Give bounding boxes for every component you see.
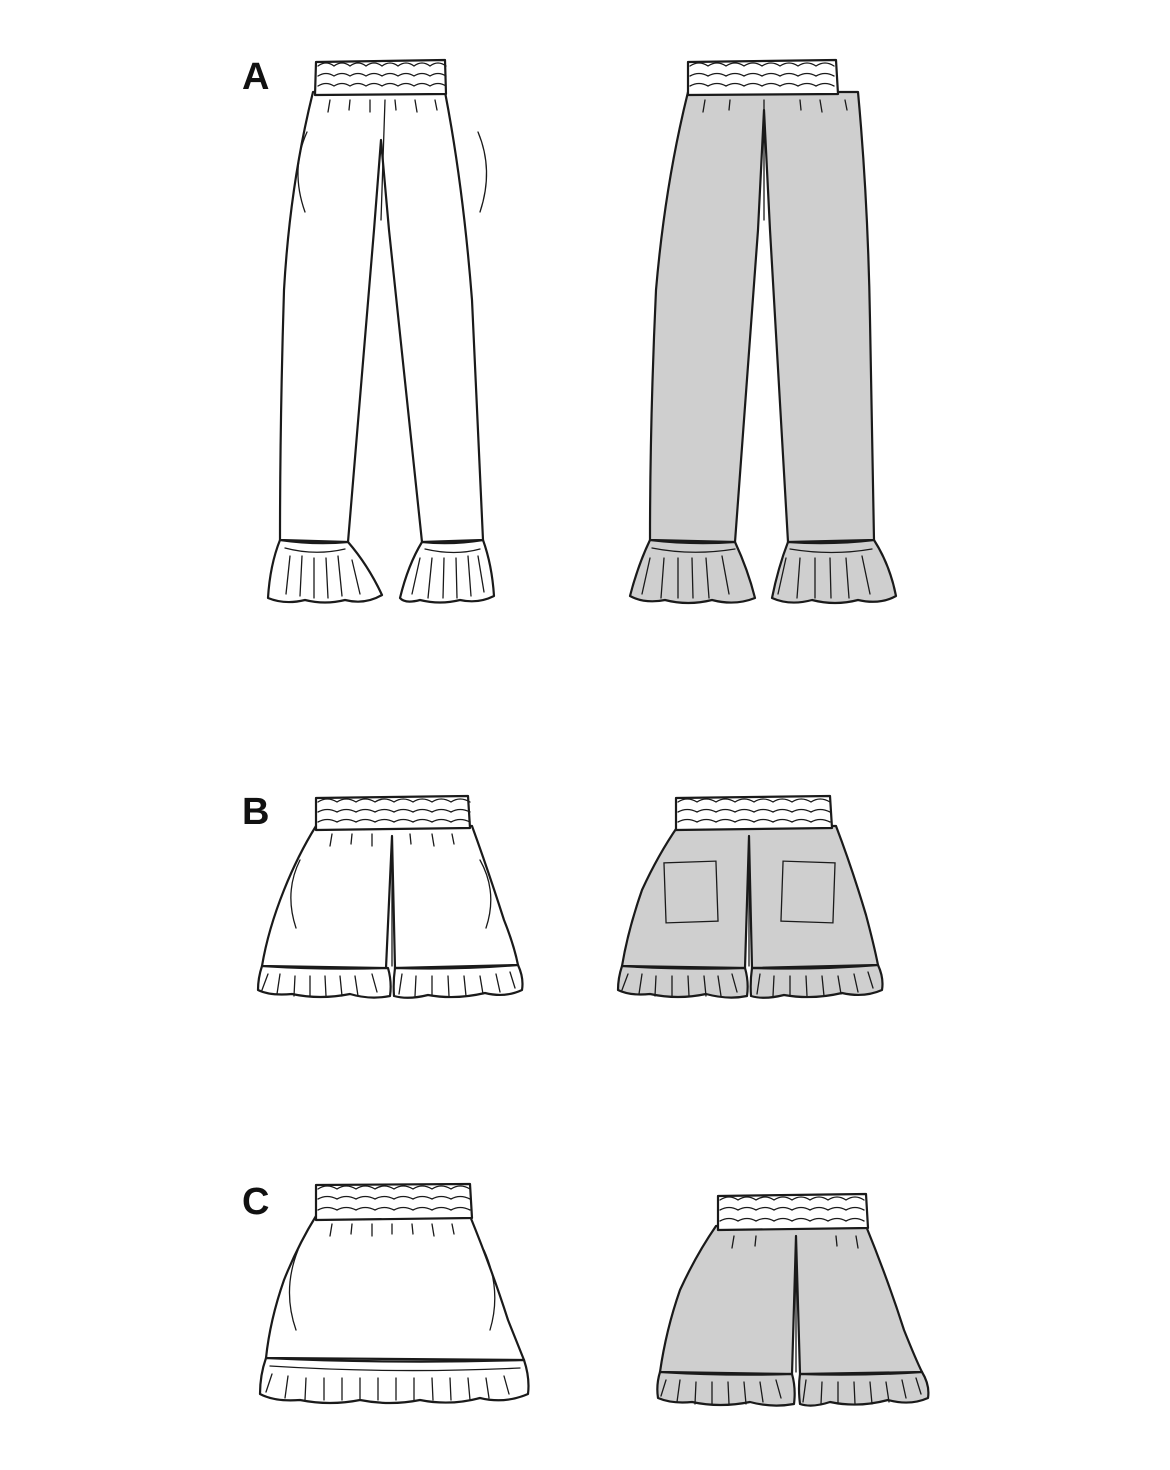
view-label-c: C xyxy=(242,1181,270,1223)
view-label-a: A xyxy=(242,56,270,98)
trousers-front xyxy=(266,58,496,604)
view-label-b: B xyxy=(242,791,270,833)
trousers-back xyxy=(628,58,898,605)
shorts-b-back xyxy=(616,794,884,999)
shorts-c-front xyxy=(258,1182,530,1405)
shorts-b-front xyxy=(256,794,524,999)
shorts-c-back xyxy=(656,1192,930,1407)
